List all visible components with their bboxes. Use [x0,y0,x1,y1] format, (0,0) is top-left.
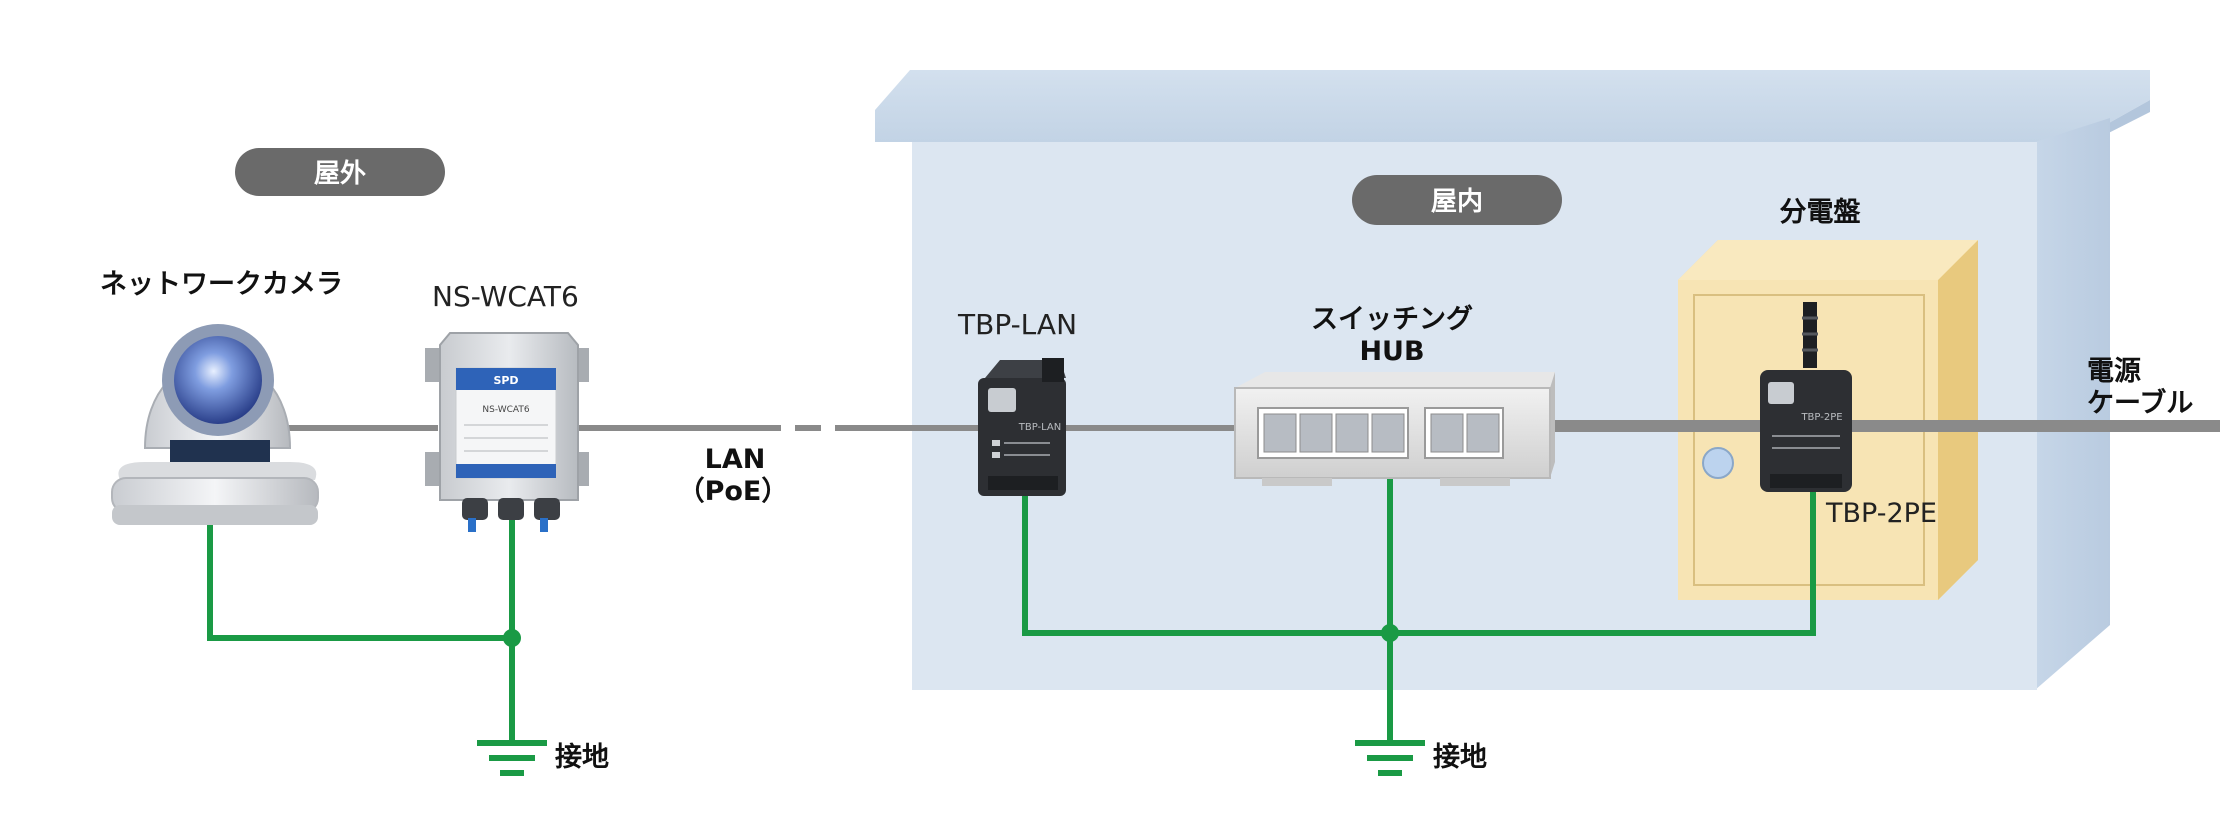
switching-hub [1234,372,1555,486]
spd-brand-label: SPD [493,374,518,387]
power-cable-label-line1: 電源 [2087,356,2141,387]
switching-hub-label-line2: HUB [1359,336,1424,367]
tbp-lan-device: TBP-LAN [978,358,1066,496]
network-camera [111,324,319,525]
tbp-2pe-device: TBP-2PE [1760,302,1852,492]
ground-label-right: 接地 [1433,742,1487,773]
building-roof [875,70,2150,142]
ground-wiring-left [207,510,521,743]
ns-wcat6-device: SPD NS-WCAT6 [425,332,589,532]
indoor-zone-label: 屋内 [1431,187,1483,217]
switching-hub-label-line1: スイッチング [1311,303,1473,335]
ground-label-left: 接地 [555,742,609,773]
tbp-lan-face-label: TBP-LAN [1018,422,1062,433]
indoor-zone-pill: 屋内 [1352,175,1562,225]
tbp-2pe-label: TBP-2PE [1825,498,1937,529]
ground-symbol-right [1355,740,1425,776]
outdoor-zone-label: 屋外 [314,159,366,189]
spd-model-label: NS-WCAT6 [482,405,529,415]
camera-label: ネットワークカメラ [100,269,343,300]
tbp-2pe-face-label: TBP-2PE [1800,412,1842,423]
panel-lock-icon [1702,447,1734,479]
building-side [2035,118,2110,690]
lan-label: LAN [705,444,766,475]
power-cable-label-line2: ケーブル [2087,387,2193,419]
distribution-panel-label: 分電盤 [1780,197,1862,228]
camera-lens-icon [174,336,262,424]
tbp-lan-label: TBP-LAN [957,308,1077,341]
ground-symbol-left [477,740,547,776]
ns-wcat6-label: NS-WCAT6 [432,280,579,313]
poe-label: （PoE） [678,476,789,507]
outdoor-zone-pill: 屋外 [235,148,445,196]
ground-wiring-right [1022,475,1816,743]
